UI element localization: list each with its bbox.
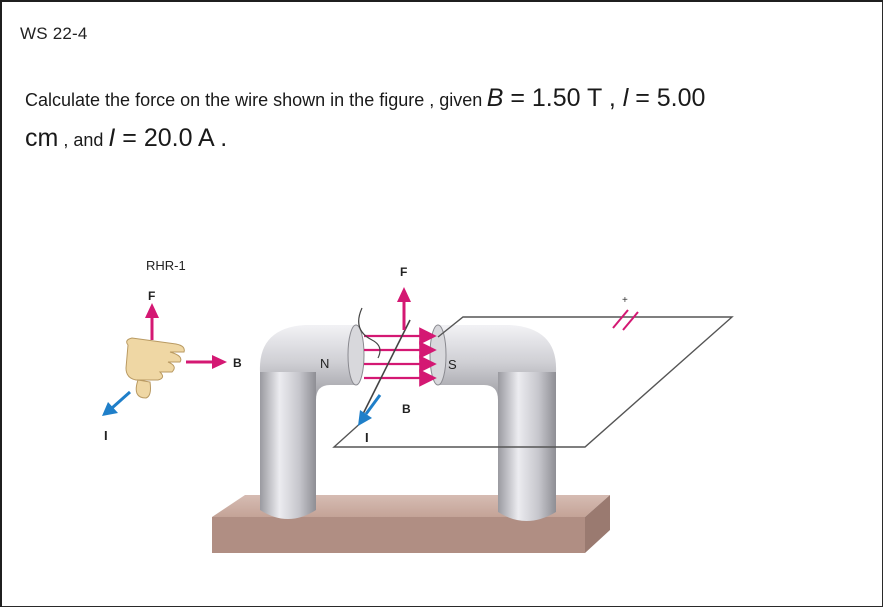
battery-icon: + [612,295,639,331]
battery-plus-label: + [622,295,628,306]
north-pole-label: N [320,356,329,371]
force-arrow [397,287,411,330]
south-pole-label: S [448,357,457,372]
problem-statement: Calculate the force on the wire shown in… [25,80,865,160]
i-symbol: I [108,124,116,152]
i-value: = 20.0 A . [115,124,228,152]
rhr-title: RHR-1 [146,258,186,273]
hand-current-arrow [102,390,131,416]
hand-field-label: B [233,356,242,370]
hand-force-arrow [145,303,159,340]
horseshoe-magnet [259,324,557,521]
wire-segment [359,319,411,421]
b-value: = 1.50 T , [503,84,623,112]
hand-force-label: F [148,289,155,303]
length-bracket [358,307,381,359]
gap-field-label: B [402,402,411,416]
top-border [0,0,883,2]
wire-circuit [332,316,734,448]
length-unit: cm [25,124,59,152]
hand-icon [125,337,185,399]
hand-field-arrow [186,355,227,369]
l-symbol: l [622,84,629,112]
wire-force-label: F [400,265,407,279]
hand-current-label: I [104,428,108,443]
field-lines [364,327,437,387]
worksheet-label: WS 22-4 [20,24,88,43]
b-symbol: B [486,84,504,112]
wire-current-label: I [365,430,369,445]
current-arrow [358,394,382,426]
l-value: = 5.00 [628,84,706,112]
and-text: , and [58,130,109,150]
problem-prefix: Calculate the force on the wire shown in… [25,90,483,110]
left-border [0,0,2,607]
